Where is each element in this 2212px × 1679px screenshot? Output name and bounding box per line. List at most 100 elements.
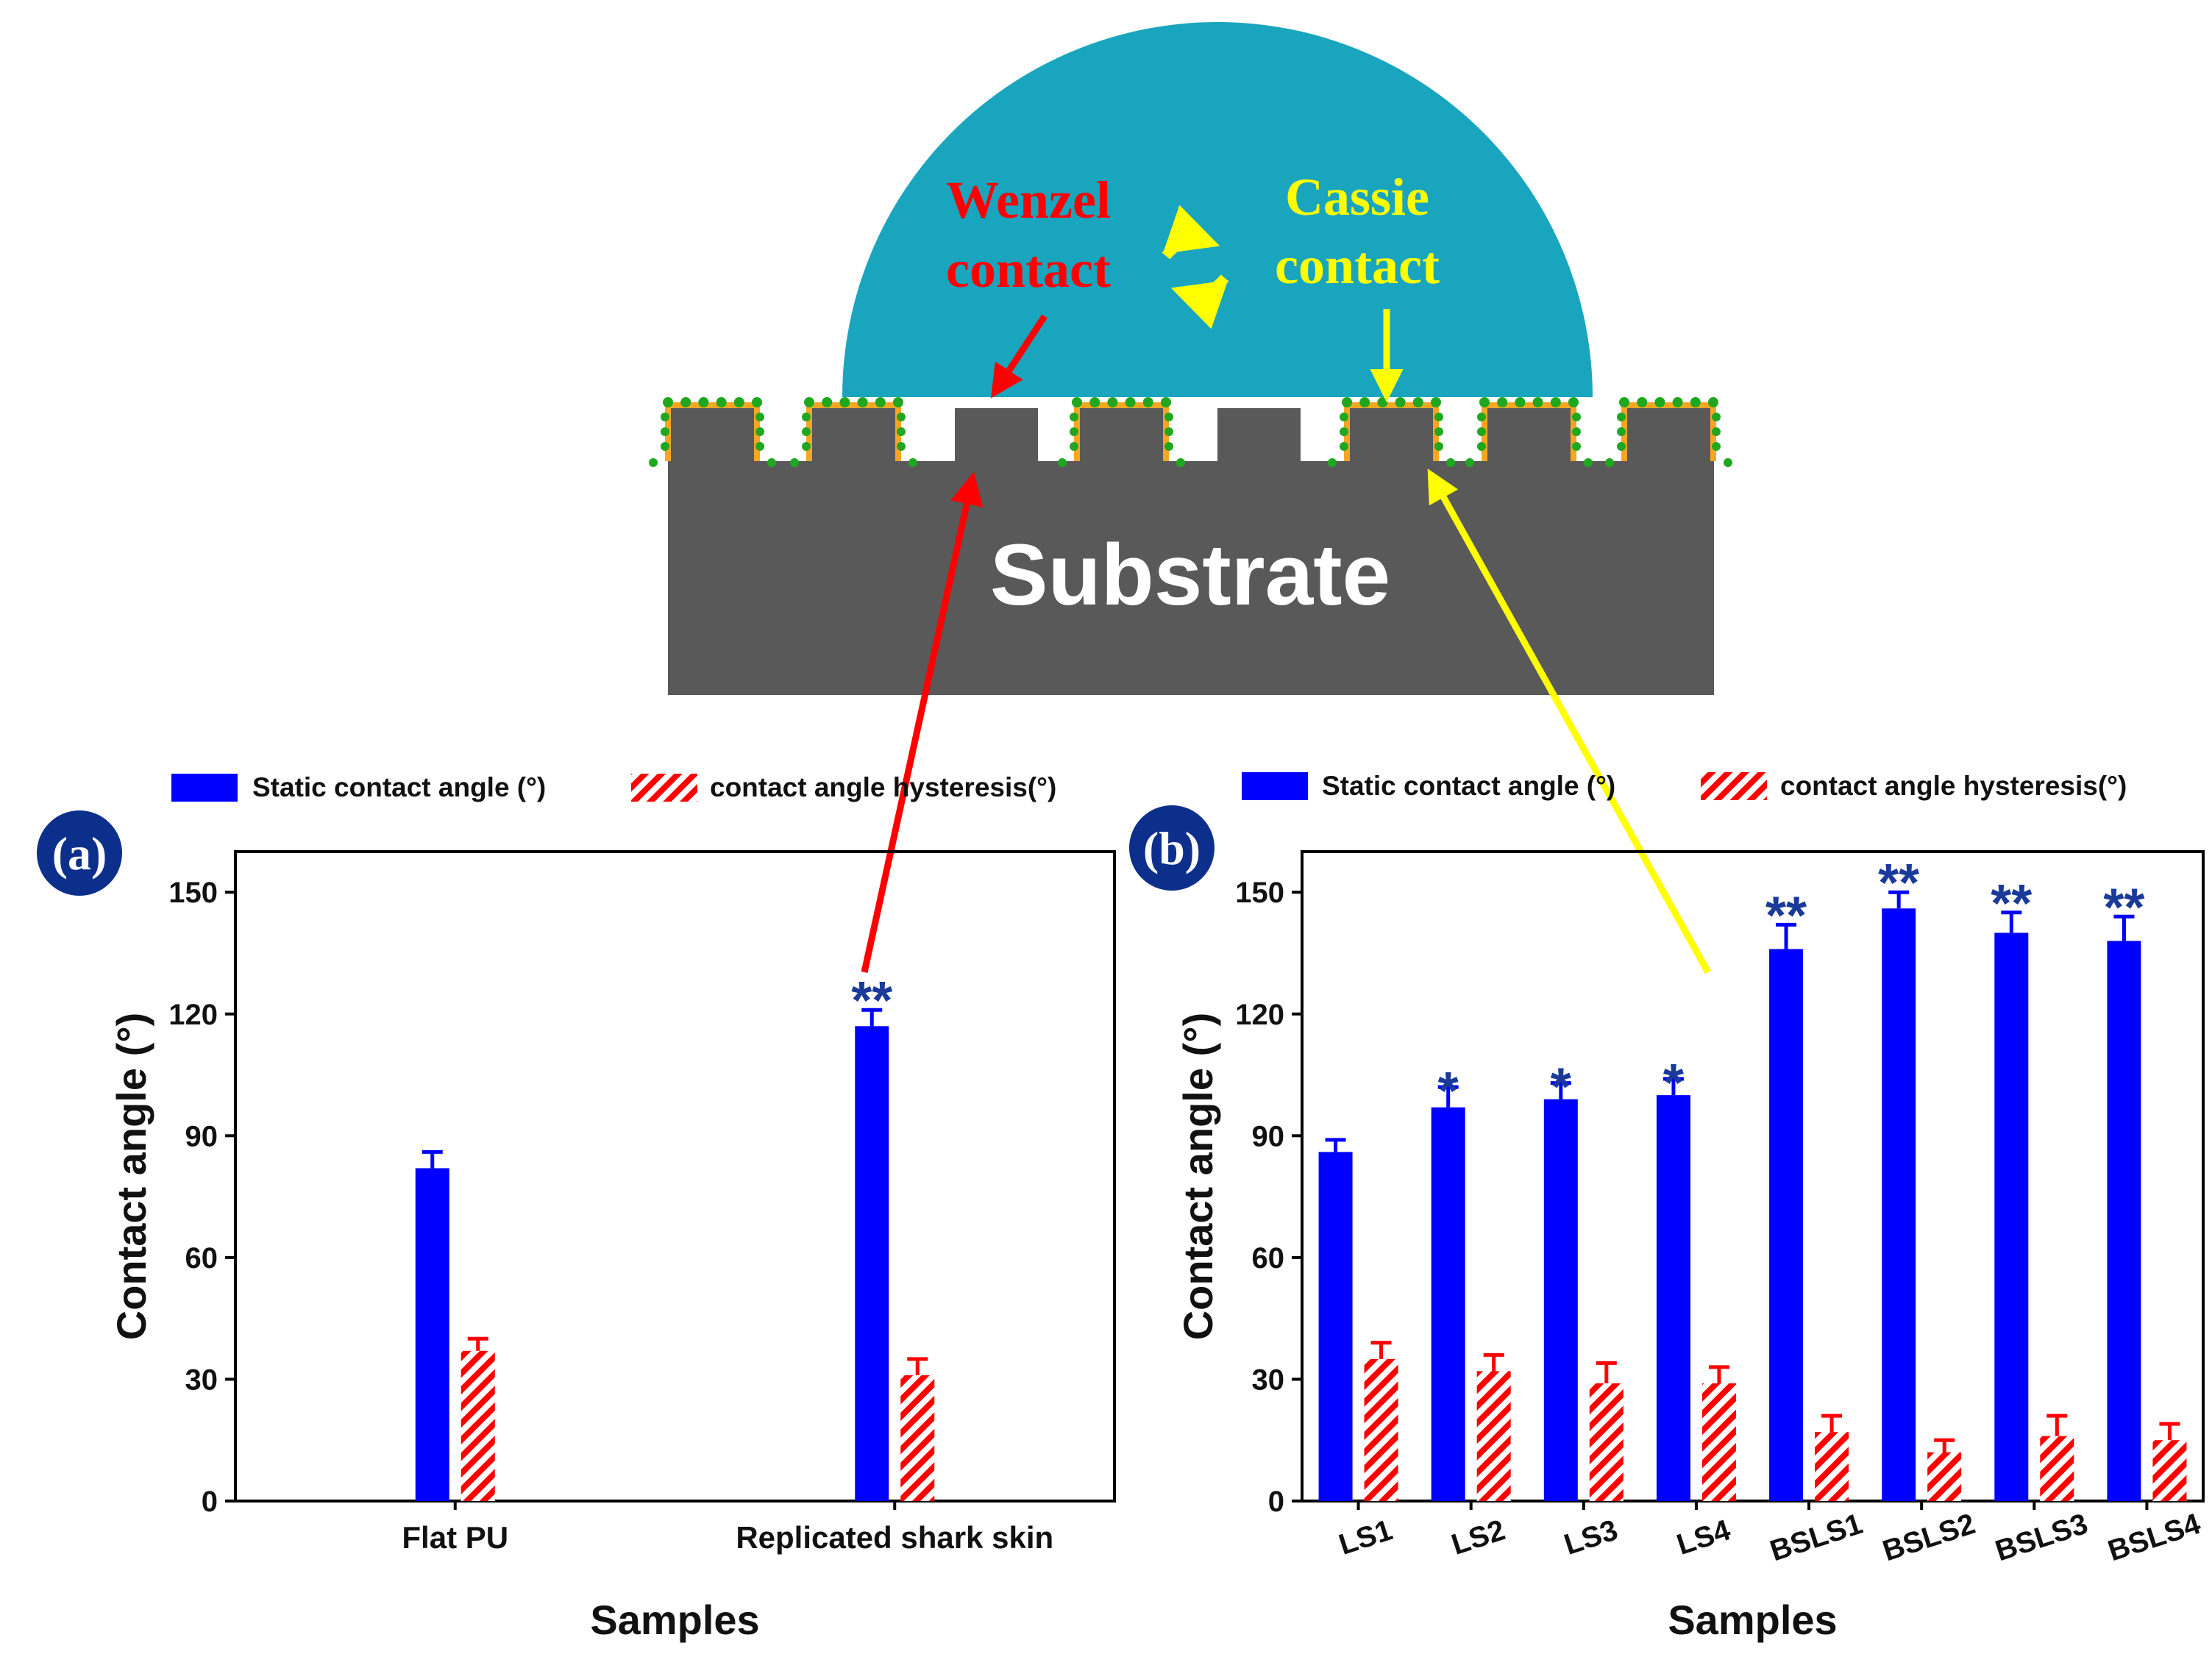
bar-static <box>855 1026 889 1501</box>
legend-b: Static contact angle (°) contact angle h… <box>1242 771 2127 801</box>
nanoparticle <box>1619 397 1629 407</box>
x-tick-label: LS3 <box>1560 1514 1621 1561</box>
nanoparticle <box>802 427 811 436</box>
nanoparticle <box>661 427 669 436</box>
bar-static <box>1882 908 1916 1501</box>
nanoparticle <box>1070 442 1078 451</box>
nanoparticle <box>1477 442 1486 451</box>
nanoparticle <box>755 442 764 451</box>
nanoparticle <box>1434 427 1443 436</box>
y-tick-label: 30 <box>185 1363 218 1396</box>
nanoparticle <box>1377 397 1388 407</box>
y-tick-label: 0 <box>1268 1486 1284 1518</box>
substrate-label: Substrate <box>990 527 1390 624</box>
bar-hysteresis <box>900 1375 935 1501</box>
significance-marker: ** <box>1765 886 1807 945</box>
wenzel-label-line1: Wenzel <box>946 171 1111 229</box>
nanoparticle <box>1340 413 1348 421</box>
x-axis-label: Samples <box>1668 1597 1837 1643</box>
legend-label-static: Static contact angle (°) <box>252 772 546 802</box>
x-tick-label: LS4 <box>1673 1514 1735 1561</box>
link-arrow-cassie-to-b <box>1427 468 1711 974</box>
nanoparticle <box>661 442 669 451</box>
x-tick-label: Replicated shark skin <box>736 1520 1053 1555</box>
micro-pillar <box>955 408 1038 463</box>
nanoparticle <box>1465 458 1474 467</box>
significance-marker: ** <box>1991 874 2032 933</box>
nanoparticle <box>1070 427 1078 436</box>
nanoparticle <box>1164 427 1173 436</box>
nanoparticle <box>790 458 799 467</box>
nanoparticle <box>1712 413 1721 421</box>
nanoparticle <box>1477 413 1486 421</box>
nanoparticle <box>875 397 886 407</box>
nanoparticle <box>1395 397 1406 407</box>
nanoparticle <box>663 397 673 407</box>
nanoparticle <box>908 458 917 467</box>
nanoparticle <box>1142 397 1153 407</box>
nanoparticle <box>1434 442 1443 451</box>
bar-static <box>1431 1107 1465 1501</box>
panel-badge <box>37 810 122 896</box>
bar-hysteresis <box>1815 1432 1849 1501</box>
x-axis-label: Samples <box>590 1597 759 1643</box>
micro-pillar <box>1627 408 1710 463</box>
nanoparticle <box>698 397 709 407</box>
bar-hysteresis <box>1927 1452 1962 1501</box>
nanoparticle <box>897 442 906 451</box>
transition-arrows-icon <box>1162 204 1229 329</box>
nanoparticle <box>1340 442 1348 451</box>
significance-marker: ** <box>2103 878 2144 937</box>
bar-hysteresis <box>1589 1383 1624 1501</box>
nanoparticle <box>1712 427 1721 436</box>
bar-hysteresis <box>1701 1383 1736 1501</box>
substrate-block <box>668 461 1714 695</box>
nanoparticle <box>1176 458 1185 467</box>
nanoparticle <box>1125 397 1136 407</box>
nanoparticle <box>1107 397 1118 407</box>
panel-badge <box>1129 805 1215 891</box>
legend-swatch-static <box>1242 772 1308 800</box>
bar-hysteresis <box>2152 1440 2187 1501</box>
nanoparticle <box>1342 397 1352 407</box>
cassie-label-line1: Cassie <box>1285 168 1429 227</box>
x-tick-label: LS1 <box>1335 1514 1396 1561</box>
micro-pillars <box>665 402 1716 463</box>
chart-panel-b: 0306090120150LS1*LS2*LS3*LS4**BSLS1**BSL… <box>1129 805 2205 1643</box>
micro-pillar <box>812 408 895 463</box>
nanoparticle <box>1617 442 1626 451</box>
y-tick-label: 150 <box>1235 877 1284 909</box>
nanoparticle <box>897 413 906 421</box>
nanoparticle <box>716 397 727 407</box>
bar-hysteresis <box>1364 1358 1398 1501</box>
nanoparticle <box>1550 397 1561 407</box>
nanoparticle <box>802 442 811 451</box>
nanoparticle <box>1431 397 1441 407</box>
y-axis-label: Contact angle (°) <box>1175 1013 1221 1341</box>
nanoparticle <box>1572 427 1581 436</box>
y-tick-label: 60 <box>185 1242 218 1275</box>
nanoparticle <box>1072 397 1082 407</box>
y-tick-label: 60 <box>1252 1242 1285 1275</box>
nanoparticle <box>1412 397 1423 407</box>
legend-label-hysteresis: contact angle hysteresis(°) <box>710 772 1056 802</box>
y-tick-label: 0 <box>202 1486 218 1518</box>
bar-static <box>1769 949 1804 1501</box>
nanoparticle <box>661 413 669 421</box>
nanoparticle <box>1568 397 1579 407</box>
bar-static <box>415 1168 449 1501</box>
legend-swatch-hysteresis <box>1701 772 1767 800</box>
nanoparticle <box>1654 397 1665 407</box>
panel-label: (a) <box>52 827 107 880</box>
micro-pillar <box>1080 408 1163 463</box>
nanoparticle <box>1584 458 1593 467</box>
nanoparticle <box>804 397 814 407</box>
nanoparticle <box>1572 413 1581 421</box>
nanoparticle <box>1446 458 1455 467</box>
nanoparticle <box>1164 413 1173 421</box>
nanoparticle <box>1070 413 1078 421</box>
nanoparticle <box>1708 397 1718 407</box>
nanoparticle <box>822 397 833 407</box>
significance-marker: ** <box>1878 854 1919 913</box>
y-axis-label: Contact angle (°) <box>108 1013 154 1341</box>
